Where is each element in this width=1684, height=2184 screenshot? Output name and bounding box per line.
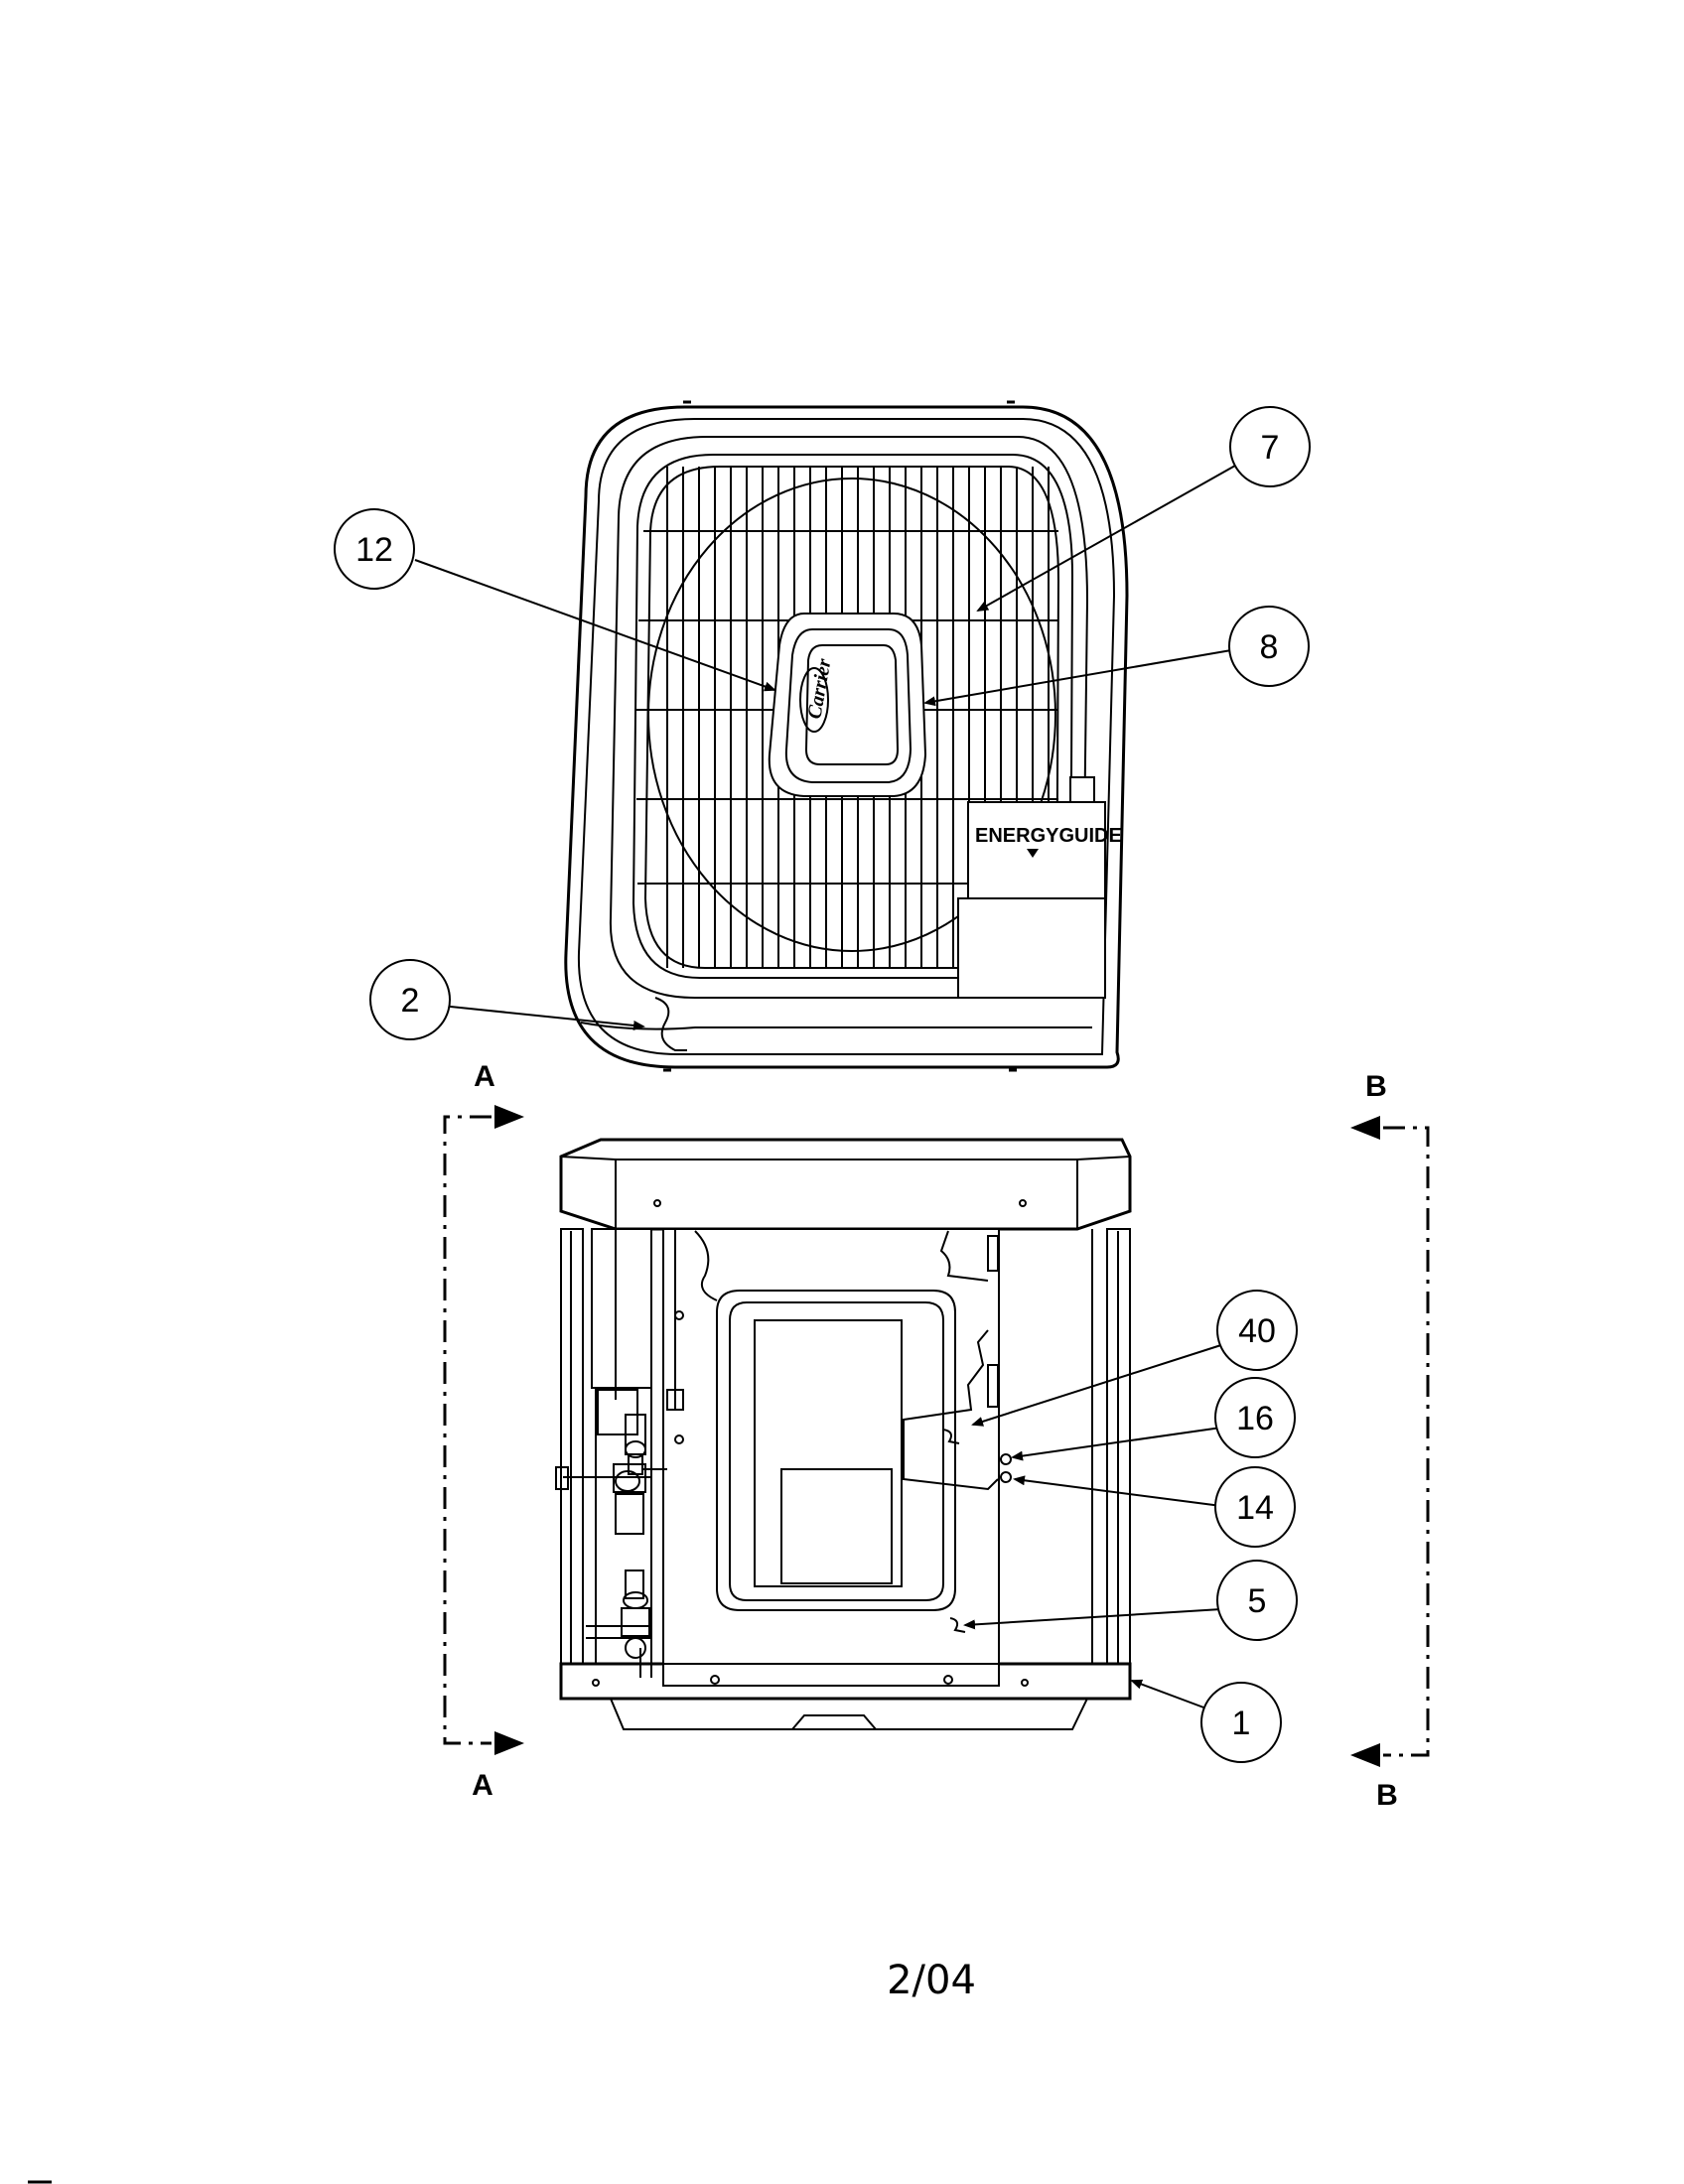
date-code: 2/04 (887, 1958, 976, 2003)
front-view (555, 1138, 1132, 1730)
callout-8: 8 (1228, 606, 1310, 687)
section-line-a: A A (443, 1060, 524, 1802)
section-b-bottom: B (1376, 1779, 1398, 1812)
svg-text:5: 5 (1248, 1582, 1267, 1620)
callout-16: 16 (1214, 1377, 1296, 1458)
section-line-b: B B (1350, 1070, 1430, 1812)
callout-5: 5 (1216, 1560, 1298, 1641)
callout-12: 12 (334, 508, 415, 590)
callout-40: 40 (1216, 1290, 1298, 1371)
callout-14: 14 (1214, 1466, 1296, 1548)
access-panel (662, 1228, 1012, 1687)
svg-text:14: 14 (1236, 1489, 1274, 1527)
energyguide-text: ENERGYGUIDE (975, 825, 1122, 847)
callout-7: 7 (1229, 406, 1311, 487)
section-a-top: A (474, 1060, 495, 1093)
svg-text:40: 40 (1238, 1312, 1276, 1350)
section-b-top: B (1365, 1070, 1387, 1103)
fan-cap: Carrier (768, 613, 927, 797)
top-view: Carrier ENERGYGUIDE (564, 400, 1129, 1072)
energyguide-label: ENERGYGUIDE (957, 776, 1122, 999)
svg-text:2: 2 (401, 982, 420, 1020)
svg-text:1: 1 (1232, 1705, 1251, 1742)
callout-2: 2 (369, 959, 451, 1040)
svg-text:8: 8 (1260, 628, 1279, 666)
callout-1: 1 (1200, 1682, 1282, 1763)
service-valves (555, 1228, 684, 1686)
svg-text:12: 12 (355, 531, 393, 569)
callout-leaders (414, 465, 1236, 1709)
svg-text:7: 7 (1261, 429, 1280, 467)
svg-text:16: 16 (1236, 1400, 1274, 1437)
section-a-bottom: A (472, 1769, 493, 1802)
